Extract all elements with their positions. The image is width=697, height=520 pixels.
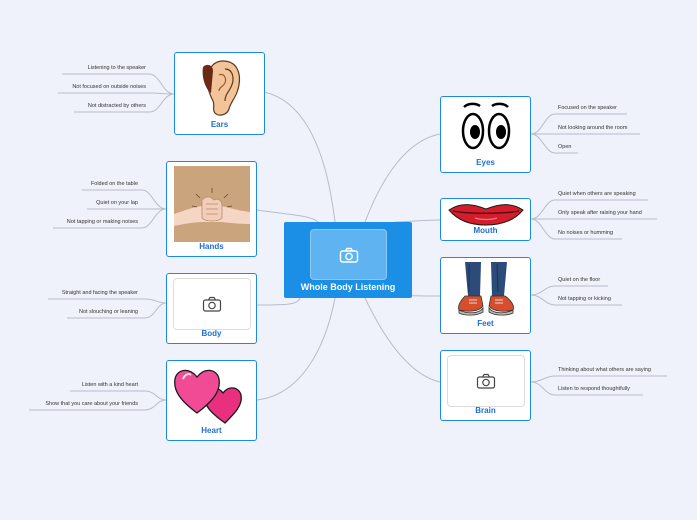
leaf-body-1[interactable]: Straight and facing the speaker <box>61 290 138 296</box>
topic-eyes-label: Eyes <box>476 158 495 167</box>
camera-icon <box>172 278 251 330</box>
leaf-mouth-3[interactable]: No noises or humming <box>558 230 614 236</box>
central-topic[interactable]: Whole Body Listening <box>284 222 412 298</box>
leaf-heart-2[interactable]: Show that you care about your friends <box>45 401 138 407</box>
topic-heart[interactable]: Heart <box>166 360 257 441</box>
central-topic-title: Whole Body Listening <box>300 282 396 292</box>
topic-ears-label: Ears <box>210 120 229 129</box>
topic-mouth[interactable]: Mouth <box>440 198 531 241</box>
leaf-eyes-2[interactable]: Not looking around the room <box>558 125 628 131</box>
topic-hands[interactable]: Hands <box>166 161 257 257</box>
leaf-feet-2[interactable]: Not tapping or kicking <box>558 296 611 302</box>
leaf-brain-2[interactable]: Listen to respond thoughtfully <box>558 386 630 392</box>
topic-body-label: Body <box>201 329 222 338</box>
folded-hands-photo <box>167 166 256 242</box>
leaf-mouth-1[interactable]: Quiet when others are speaking <box>558 191 636 197</box>
leaf-eyes-3[interactable]: Open <box>558 144 572 150</box>
topic-brain[interactable]: Brain <box>440 350 531 421</box>
topic-body[interactable]: Body <box>166 273 257 344</box>
topic-feet[interactable]: Feet <box>440 257 531 334</box>
topic-hands-label: Hands <box>199 242 224 251</box>
leaf-hands-1[interactable]: Folded on the table <box>90 181 138 187</box>
leaf-hands-3[interactable]: Not tapping or making noises <box>66 219 138 225</box>
cartoon-eyes-image <box>441 101 530 155</box>
leaf-brain-1[interactable]: Thinking about what others are saying <box>558 367 651 373</box>
topic-heart-label: Heart <box>201 426 222 435</box>
legs-sneakers-image <box>441 262 530 318</box>
topic-eyes[interactable]: Eyes <box>440 96 531 173</box>
camera-icon <box>310 229 387 280</box>
hearts-image <box>167 365 256 425</box>
lips-image <box>441 202 530 226</box>
leaf-hands-2[interactable]: Quiet on your lap <box>96 200 138 206</box>
leaf-mouth-2[interactable]: Only speak after raising your hand <box>558 210 642 216</box>
topic-ears[interactable]: Ears <box>174 52 265 135</box>
ear-image <box>175 57 264 119</box>
topic-mouth-label: Mouth <box>473 226 498 235</box>
leaf-eyes-1[interactable]: Focused on the speaker <box>558 105 618 111</box>
topic-feet-label: Feet <box>477 319 494 328</box>
leaf-feet-1[interactable]: Quiet on the floor <box>558 277 601 283</box>
leaf-heart-1[interactable]: Listen with a kind heart <box>81 382 138 388</box>
camera-icon <box>446 355 525 407</box>
leaf-ears-2[interactable]: Not focused on outside noises <box>72 84 146 90</box>
leaf-ears-1[interactable]: Listening to the speaker <box>87 65 146 71</box>
topic-brain-label: Brain <box>475 406 496 415</box>
leaf-ears-3[interactable]: Not distracted by others <box>87 103 146 109</box>
leaf-body-2[interactable]: Not slouching or leaning <box>78 309 138 315</box>
